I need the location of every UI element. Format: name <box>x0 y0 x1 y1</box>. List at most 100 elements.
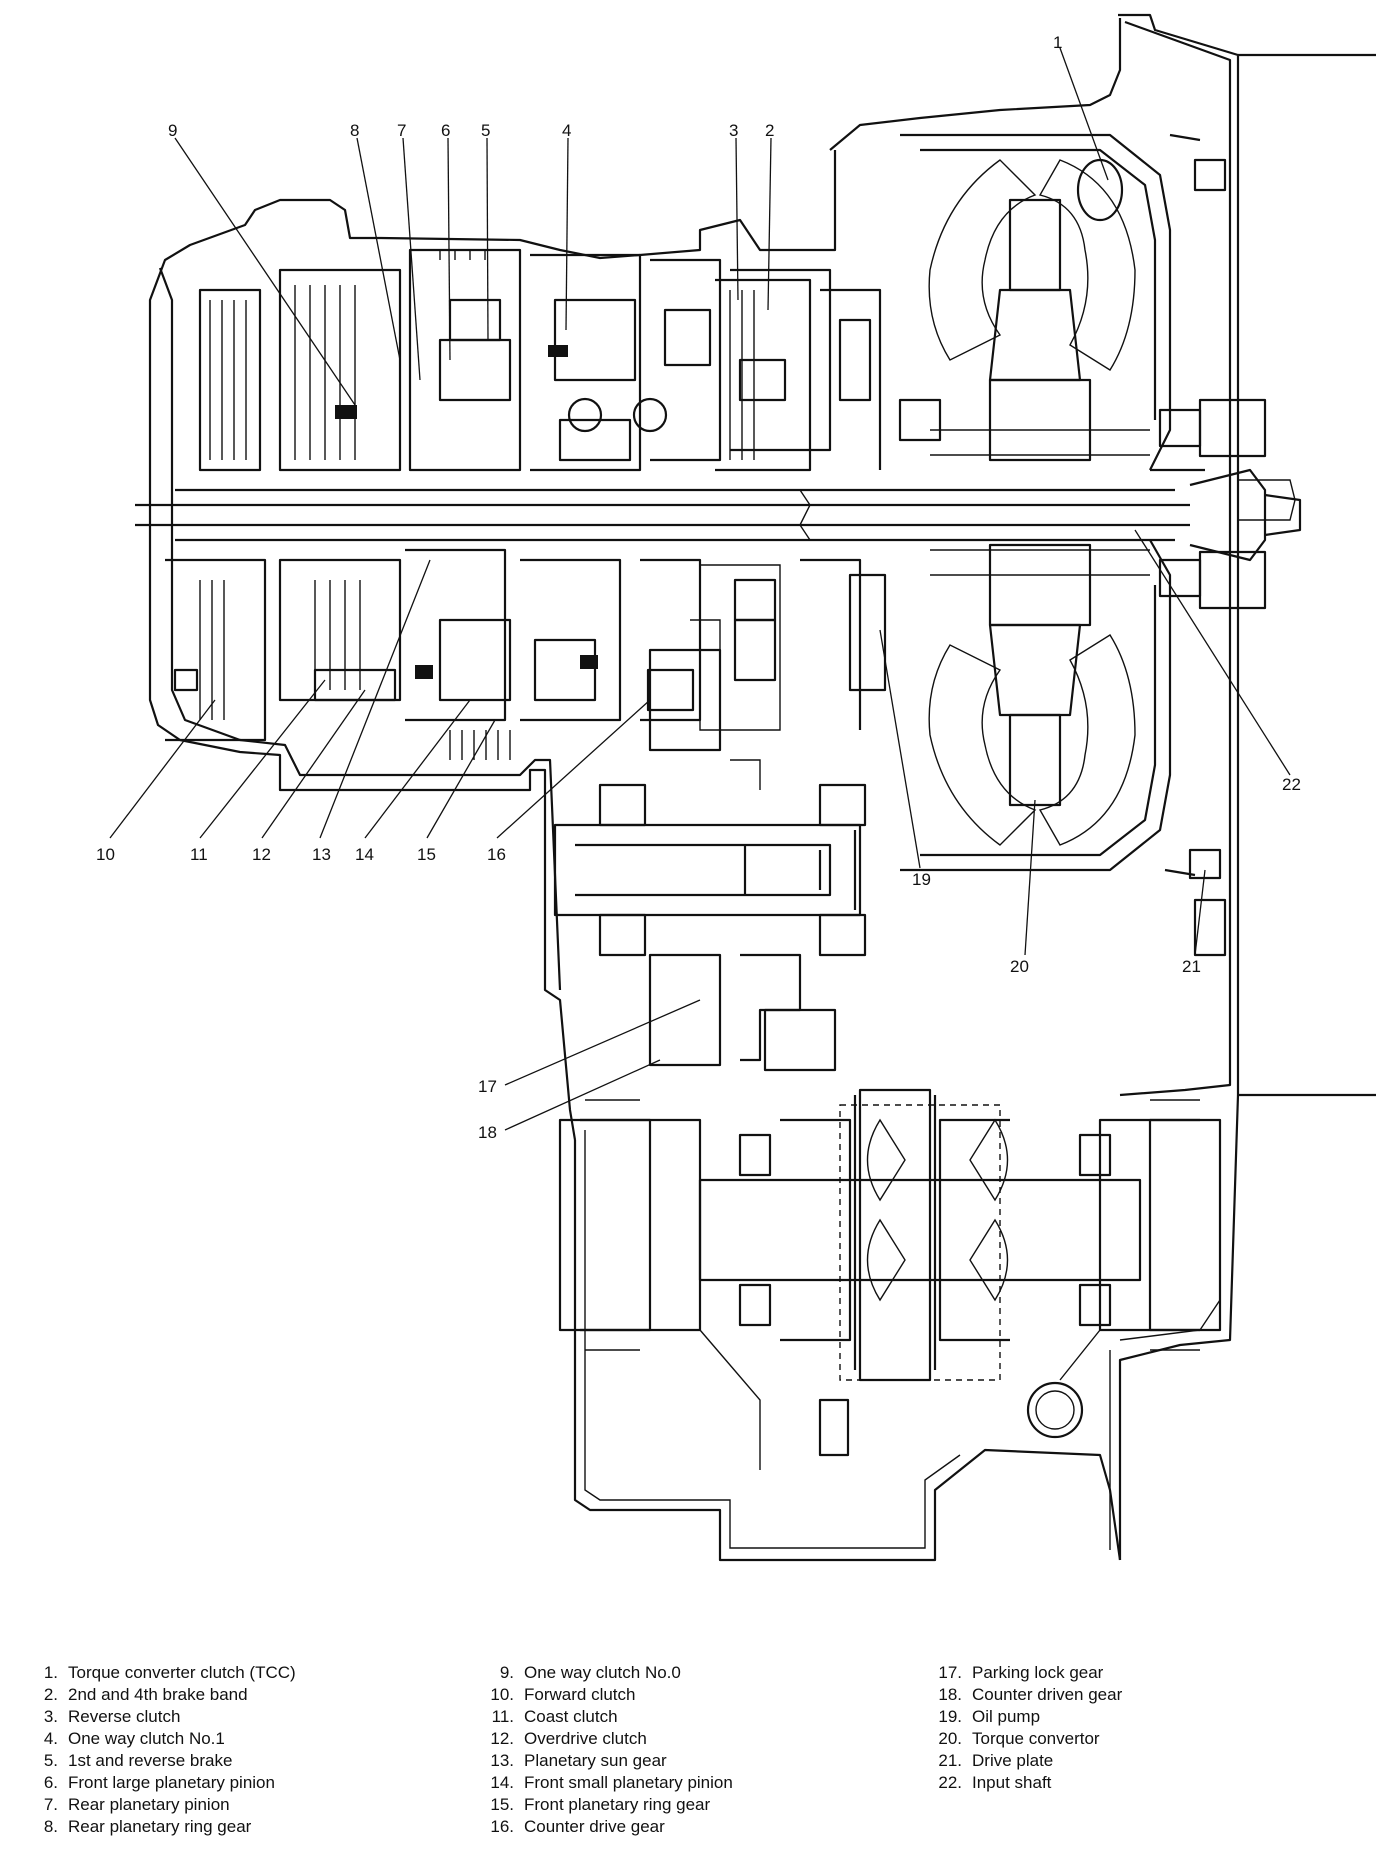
legend-item: 17. Parking lock gear <box>914 1662 1122 1684</box>
callout-22: 22 <box>1282 775 1301 794</box>
legend-label: Forward clutch <box>524 1685 636 1704</box>
transaxle-cross-section-diagram: 1 2 3 4 5 6 7 8 9 10 11 12 13 14 15 16 1… <box>96 13 1376 1562</box>
legend-item: 4. One way clutch No.1 <box>22 1728 296 1750</box>
legend-label: Rear planetary ring gear <box>68 1817 252 1836</box>
legend-item: 3.Reverse clutch <box>22 1706 296 1728</box>
legend-label: Counter driven gear <box>972 1685 1123 1704</box>
callout-19: 19 <box>912 870 931 889</box>
transmission-case <box>148 13 1376 1562</box>
legend-item: 5. 1st and reverse brake <box>22 1750 296 1772</box>
legend-number: 12. <box>490 1729 514 1748</box>
legend-label: Parking lock gear <box>972 1663 1104 1682</box>
callout-13: 13 <box>312 845 331 864</box>
legend-number: 6. <box>43 1773 58 1792</box>
legend-item: 9. One way clutch No.0 <box>466 1662 733 1684</box>
callout-12: 12 <box>252 845 271 864</box>
legend-item: 22. Input shaft <box>914 1772 1122 1794</box>
legend-label: Front large planetary pinion <box>68 1773 275 1792</box>
callout-21: 21 <box>1182 957 1201 976</box>
legend-label: Oil pump <box>972 1707 1041 1726</box>
legend-number: 5. <box>43 1751 58 1770</box>
legend-item: 20. Torque convertor <box>914 1728 1122 1750</box>
legend-label: One way clutch No.0 <box>524 1663 681 1682</box>
callout-8: 8 <box>350 121 359 140</box>
clutch-pack-lower <box>165 548 702 760</box>
callout-10: 10 <box>96 845 115 864</box>
callout-9: 9 <box>168 121 177 140</box>
callout-6: 6 <box>441 121 450 140</box>
legend-item: 7. Rear planetary pinion <box>22 1794 296 1816</box>
legend-item: 19. Oil pump <box>914 1706 1122 1728</box>
legend-label: Torque converter clutch (TCC) <box>68 1663 296 1682</box>
torque-converter <box>900 133 1205 472</box>
counter-shaft <box>553 619 867 1072</box>
callout-20: 20 <box>1010 957 1029 976</box>
legend-label: Reverse clutch <box>68 1707 181 1726</box>
clutch-pack-upper <box>198 248 832 472</box>
axle-flanges <box>580 1099 1200 1351</box>
legend-column-2: 9.One way clutch No.0 10.Forward clutch … <box>466 1662 733 1838</box>
legend-number: 18. <box>938 1685 962 1704</box>
legend-number: 11. <box>491 1707 514 1726</box>
parts-legend: 1. Torque converter clutch (TCC) 2. 2nd an… <box>0 1662 1376 1842</box>
legend-item: 13. Planetary sun gear <box>466 1750 733 1772</box>
legend-item: 21.Drive plate <box>914 1750 1122 1772</box>
legend-number: 14. <box>490 1773 514 1792</box>
callout-15: 15 <box>417 845 436 864</box>
legend-number: 10. <box>490 1685 514 1704</box>
legend-number: 7. <box>43 1795 58 1814</box>
legend-item: 18. Counter driven gear <box>914 1684 1122 1706</box>
legend-number: 8. <box>43 1817 58 1836</box>
legend-item: 8. Rear planetary ring gear <box>22 1816 296 1838</box>
legend-number: 17. <box>938 1663 962 1682</box>
leader-lines <box>109 47 1291 1131</box>
legend-column-3: 17. Parking lock gear 18. Counter driven g… <box>914 1662 1122 1794</box>
legend-label: 1st and reverse brake <box>68 1751 233 1770</box>
callout-2: 2 <box>765 121 774 140</box>
callout-7: 7 <box>397 121 406 140</box>
legend-label: Front planetary ring gear <box>524 1795 711 1814</box>
legend-item: 15. Front planetary ring gear <box>466 1794 733 1816</box>
legend-item: 1. Torque converter clutch (TCC) <box>22 1662 296 1684</box>
legend-number: 22. <box>938 1773 962 1792</box>
legend-number: 13. <box>490 1751 514 1770</box>
legend-column-1: 1. Torque converter clutch (TCC) 2. 2nd an… <box>22 1662 296 1838</box>
main-shaft <box>135 468 1302 562</box>
legend-number: 1. <box>43 1663 58 1682</box>
legend-label: Planetary sun gear <box>524 1751 667 1770</box>
legend-label: Front small planetary pinion <box>524 1773 733 1792</box>
legend-label: Torque convertor <box>972 1729 1100 1748</box>
legend-label: Coast clutch <box>524 1707 618 1726</box>
callout-4: 4 <box>562 121 571 140</box>
legend-item: 6. Front large planetary pinion <box>22 1772 296 1794</box>
legend-number: 9. <box>499 1663 514 1682</box>
legend-item: 10. Forward clutch <box>466 1684 733 1706</box>
legend-number: 15. <box>490 1795 514 1814</box>
callout-14: 14 <box>355 845 374 864</box>
callout-1: 1 <box>1053 33 1062 52</box>
legend-number: 19. <box>938 1707 962 1726</box>
callout-labels: 1 2 3 4 5 6 7 8 9 10 11 12 13 14 15 16 1… <box>96 33 1301 1142</box>
legend-label: Input shaft <box>972 1773 1052 1792</box>
drive-plate <box>1158 133 1296 957</box>
legend-number: 20. <box>938 1729 962 1748</box>
reverse-clutch-area <box>699 278 942 731</box>
legend-item: 16. Counter drive gear <box>466 1816 733 1838</box>
torque-converter-lower <box>900 539 1172 872</box>
callout-16: 16 <box>487 845 506 864</box>
callout-18: 18 <box>478 1123 497 1142</box>
legend-label: One way clutch No.1 <box>68 1729 225 1748</box>
legend-number: 16. <box>490 1817 514 1836</box>
legend-label: 2nd and 4th brake band <box>68 1685 248 1704</box>
legend-item: 11. Coast clutch <box>466 1706 733 1728</box>
legend-number: 2. <box>43 1685 58 1704</box>
callout-3: 3 <box>729 121 738 140</box>
legend-label: Counter drive gear <box>524 1817 665 1836</box>
callout-11: 11 <box>190 845 208 864</box>
legend-label: Rear planetary pinion <box>68 1795 230 1814</box>
legend-number: 4. <box>43 1729 58 1748</box>
callout-5: 5 <box>481 121 490 140</box>
legend-item: 12. Overdrive clutch <box>466 1728 733 1750</box>
legend-label: Overdrive clutch <box>524 1729 647 1748</box>
legend-item: 14. Front small planetary pinion <box>466 1772 733 1794</box>
